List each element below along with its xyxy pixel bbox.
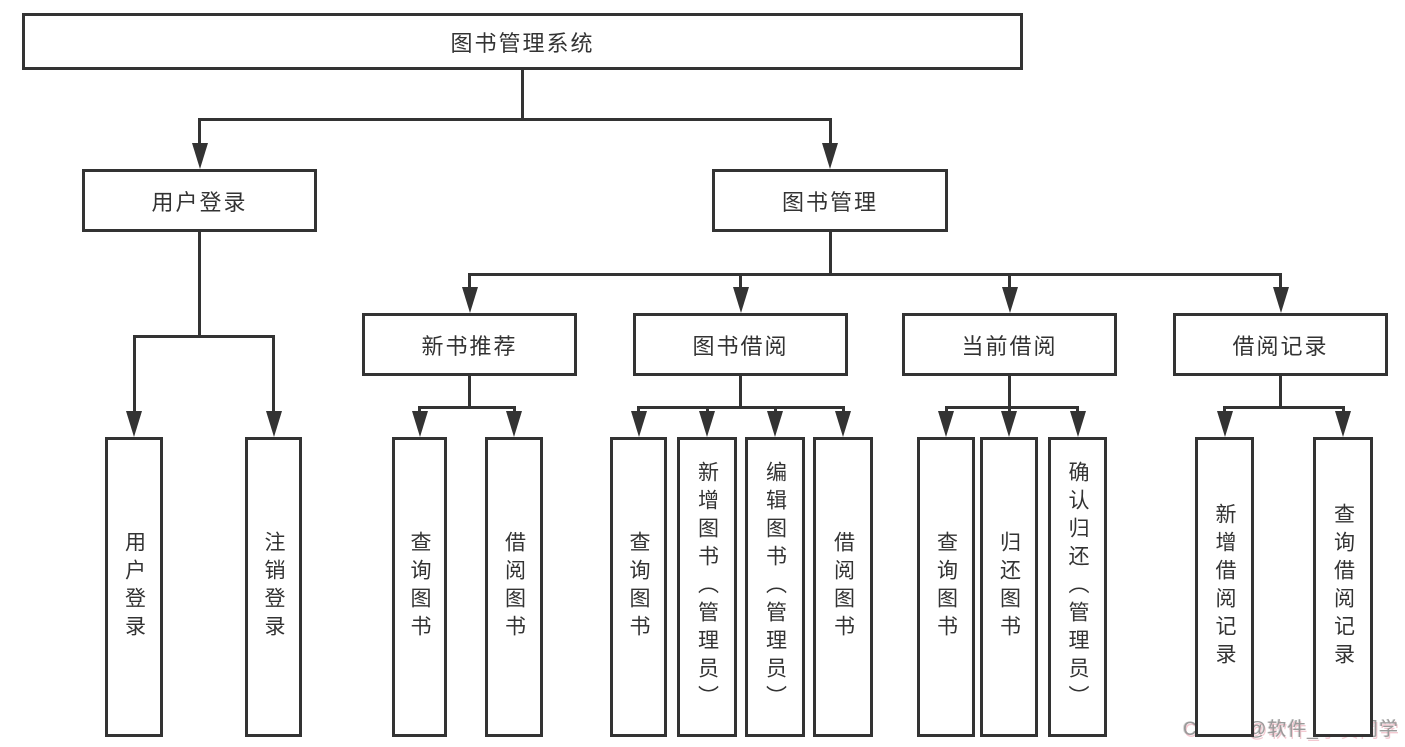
node-label-bb-borrow: 借阅图书 xyxy=(831,531,855,643)
node-ul-logout: 注销登录 xyxy=(245,437,302,737)
node-label-ul-logout: 注销登录 xyxy=(262,531,285,643)
node-label-book-mgmt: 图书管理 xyxy=(781,189,878,215)
node-bb-query: 查询图书 xyxy=(610,437,667,737)
node-label-bb-query: 查询图书 xyxy=(627,531,650,643)
node-label-borrow-records: 借阅记录 xyxy=(1232,333,1329,359)
connector-drop-cb-return xyxy=(1007,406,1011,413)
node-label-nb-borrow: 借阅图书 xyxy=(502,531,526,643)
connector-drop-nb-query xyxy=(418,406,421,413)
connector-drop-borrow-records xyxy=(1279,273,1282,289)
arrow-down-icon xyxy=(1069,411,1086,437)
arrow-down-icon xyxy=(699,411,715,437)
node-label-cb-query: 查询图书 xyxy=(934,531,958,643)
node-cb-return: 归还图书 xyxy=(980,437,1038,737)
node-nb-query: 查询图书 xyxy=(392,437,447,737)
node-nb-borrow: 借阅图书 xyxy=(485,437,543,737)
node-book-borrow: 图书借阅 xyxy=(633,313,848,376)
node-cb-query: 查询图书 xyxy=(917,437,975,737)
connector-drop-new-book-rec xyxy=(468,273,471,289)
connector-branch-user-login xyxy=(132,335,275,338)
node-cb-confirm: 确认归还（管理员） xyxy=(1048,437,1107,737)
connector-branch-book-borrow xyxy=(637,406,845,409)
node-label-user-login: 用户登录 xyxy=(151,189,248,215)
connector-drop-cb-query xyxy=(944,406,948,413)
node-label-cb-confirm: 确认归还（管理员） xyxy=(1066,461,1089,713)
arrow-down-icon xyxy=(767,411,783,437)
node-label-br-add: 新增借阅记录 xyxy=(1213,503,1236,671)
node-label-nb-query: 查询图书 xyxy=(408,531,431,643)
connector-stem-user-login xyxy=(198,232,201,338)
node-new-book-rec: 新书推荐 xyxy=(362,313,577,376)
connector-drop-user-login xyxy=(198,118,201,145)
node-label-cb-return: 归还图书 xyxy=(997,531,1021,643)
connector-stem-current-borrow xyxy=(1008,376,1011,409)
node-label-ul-login: 用户登录 xyxy=(122,531,146,643)
arrow-down-icon xyxy=(732,287,749,313)
connector-branch-root xyxy=(198,118,832,121)
connector-drop-book-mgmt xyxy=(828,118,832,145)
node-label-current-borrow: 当前借阅 xyxy=(961,333,1058,359)
connector-stem-book-borrow xyxy=(739,376,742,409)
arrow-down-icon xyxy=(1001,411,1017,437)
connector-branch-current-borrow xyxy=(944,406,1079,409)
node-label-root: 图书管理系统 xyxy=(450,30,595,56)
arrow-down-icon xyxy=(1216,411,1233,437)
connector-drop-ul-login xyxy=(132,335,136,413)
arrow-down-icon xyxy=(1001,287,1018,313)
connector-drop-br-add xyxy=(1223,406,1226,413)
arrow-down-icon xyxy=(265,411,282,437)
node-root: 图书管理系统 xyxy=(22,13,1023,70)
connector-drop-bb-add xyxy=(705,406,709,413)
node-bb-borrow: 借阅图书 xyxy=(813,437,873,737)
arrow-down-icon xyxy=(411,411,428,437)
connector-branch-borrow-records xyxy=(1223,406,1345,409)
node-br-query: 查询借阅记录 xyxy=(1313,437,1373,737)
connector-drop-bb-borrow xyxy=(841,406,845,413)
node-bb-edit: 编辑图书（管理员） xyxy=(745,437,805,737)
connector-drop-ul-logout xyxy=(272,335,275,413)
connector-drop-br-query xyxy=(1341,406,1345,413)
arrow-down-icon xyxy=(1272,287,1289,313)
connector-drop-current-borrow xyxy=(1008,273,1011,289)
node-book-mgmt: 图书管理 xyxy=(712,169,948,232)
node-label-br-query: 查询借阅记录 xyxy=(1331,503,1355,671)
arrow-down-icon xyxy=(630,411,647,437)
node-current-borrow: 当前借阅 xyxy=(902,313,1117,376)
arrow-down-icon xyxy=(191,143,208,169)
connector-drop-book-borrow xyxy=(739,273,742,289)
arrow-down-icon xyxy=(126,411,142,437)
node-bb-add: 新增图书（管理员） xyxy=(677,437,737,737)
connector-drop-bb-query xyxy=(637,406,640,413)
connector-branch-new-book-rec xyxy=(418,406,516,409)
node-label-book-borrow: 图书借阅 xyxy=(692,333,789,359)
node-user-login: 用户登录 xyxy=(82,169,317,232)
connector-stem-borrow-records xyxy=(1279,376,1282,409)
connector-drop-cb-confirm xyxy=(1076,406,1079,413)
connector-drop-nb-borrow xyxy=(512,406,516,413)
arrow-down-icon xyxy=(835,411,851,437)
connector-stem-root xyxy=(521,70,524,121)
arrow-down-icon xyxy=(1335,411,1351,437)
connector-drop-bb-edit xyxy=(773,406,777,413)
arrow-down-icon xyxy=(938,411,954,437)
arrow-down-icon xyxy=(506,411,522,437)
node-borrow-records: 借阅记录 xyxy=(1173,313,1388,376)
connector-stem-book-mgmt xyxy=(828,232,832,276)
node-label-bb-edit: 编辑图书（管理员） xyxy=(763,461,787,713)
node-br-add: 新增借阅记录 xyxy=(1195,437,1254,737)
arrow-down-icon xyxy=(822,143,838,169)
node-ul-login: 用户登录 xyxy=(105,437,163,737)
connector-stem-new-book-rec xyxy=(468,376,471,409)
node-label-new-book-rec: 新书推荐 xyxy=(421,333,518,359)
arrow-down-icon xyxy=(461,287,478,313)
node-label-bb-add: 新增图书（管理员） xyxy=(695,461,719,713)
connector-branch-book-mgmt xyxy=(468,273,1282,276)
